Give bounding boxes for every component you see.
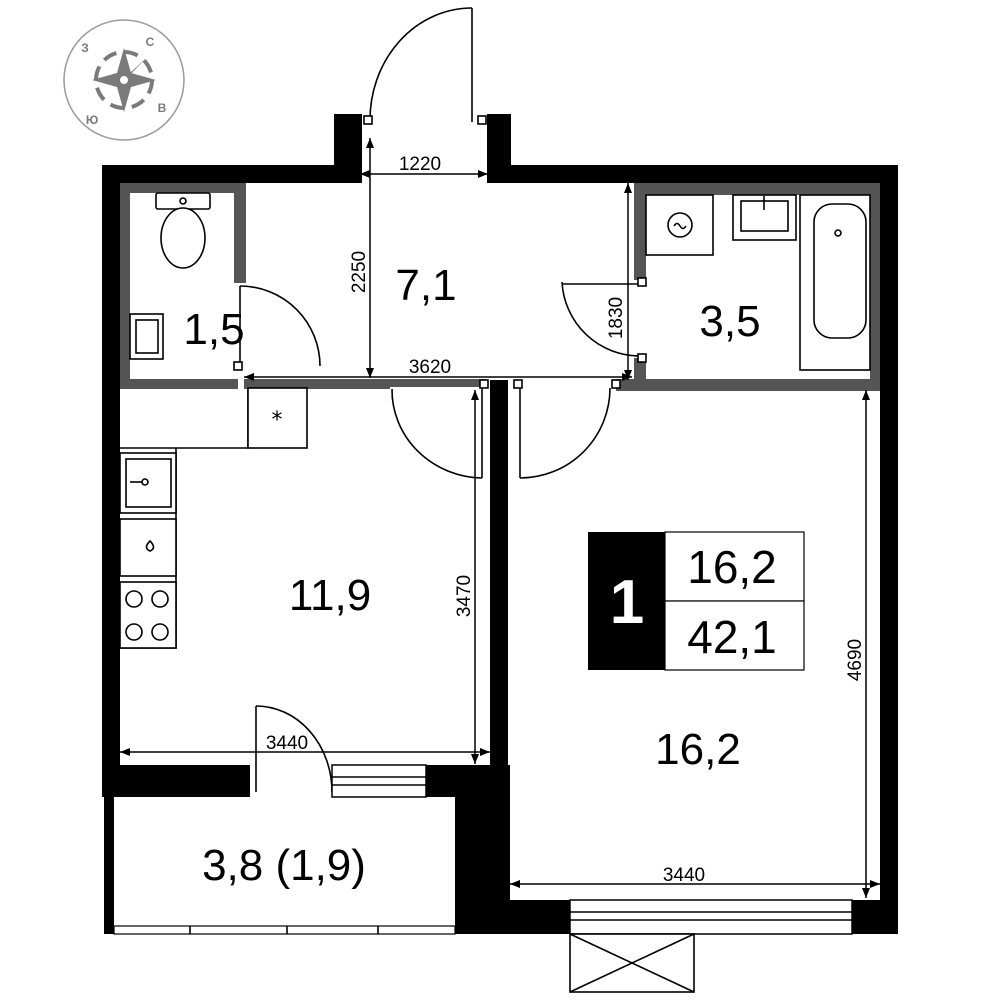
dim-hall-height: 2250 [349,251,370,293]
sink-icon [129,313,164,360]
badge-rooms: 1 [610,568,644,637]
svg-text:*: * [272,408,283,433]
badge-living-area: 16,2 [687,541,777,593]
badge-total-area: 42,1 [687,611,777,663]
dim-living-height: 4690 [845,639,866,681]
fridge-icon: * [247,387,308,449]
exterior-walls [102,114,898,934]
oven-icon [119,518,177,577]
windows [113,764,853,993]
compass-north-label: С [146,35,155,49]
compass-icon: З С Ю В [63,19,185,141]
apartment-badge: 1 16,2 42,1 [588,531,805,671]
dim-hall-width: 3620 [409,357,451,378]
bathtub-icon [799,194,871,371]
dim-living-width: 3440 [663,865,705,886]
dim-kitchen-width: 3440 [266,733,308,754]
compass-south-label: Ю [86,113,98,127]
dim-entry-width: 1220 [399,154,441,175]
kitchen-sink-icon [119,452,177,514]
compass-east-label: В [158,101,167,115]
dim-kitchen-height: 3470 [454,575,475,617]
area-bathroom-small: 1,5 [183,305,244,354]
wet-zone-walls [120,183,880,391]
washing-machine-icon [645,194,714,256]
area-living: 16,2 [655,725,741,774]
entrance-door [363,7,487,125]
area-kitchen: 11,9 [289,571,371,620]
area-hall: 7,1 [395,261,456,310]
toilet-icon [155,192,211,269]
dimension-lines [120,138,880,898]
compass-west-label: З [81,41,89,55]
interior-doors [233,277,647,793]
dim-bath-door: 1830 [606,297,627,339]
area-bathroom: 3,5 [699,297,760,346]
bathroom-sink-icon [732,194,797,241]
stove-icon [119,581,177,649]
area-balcony: 3,8 (1,9) [202,841,366,890]
